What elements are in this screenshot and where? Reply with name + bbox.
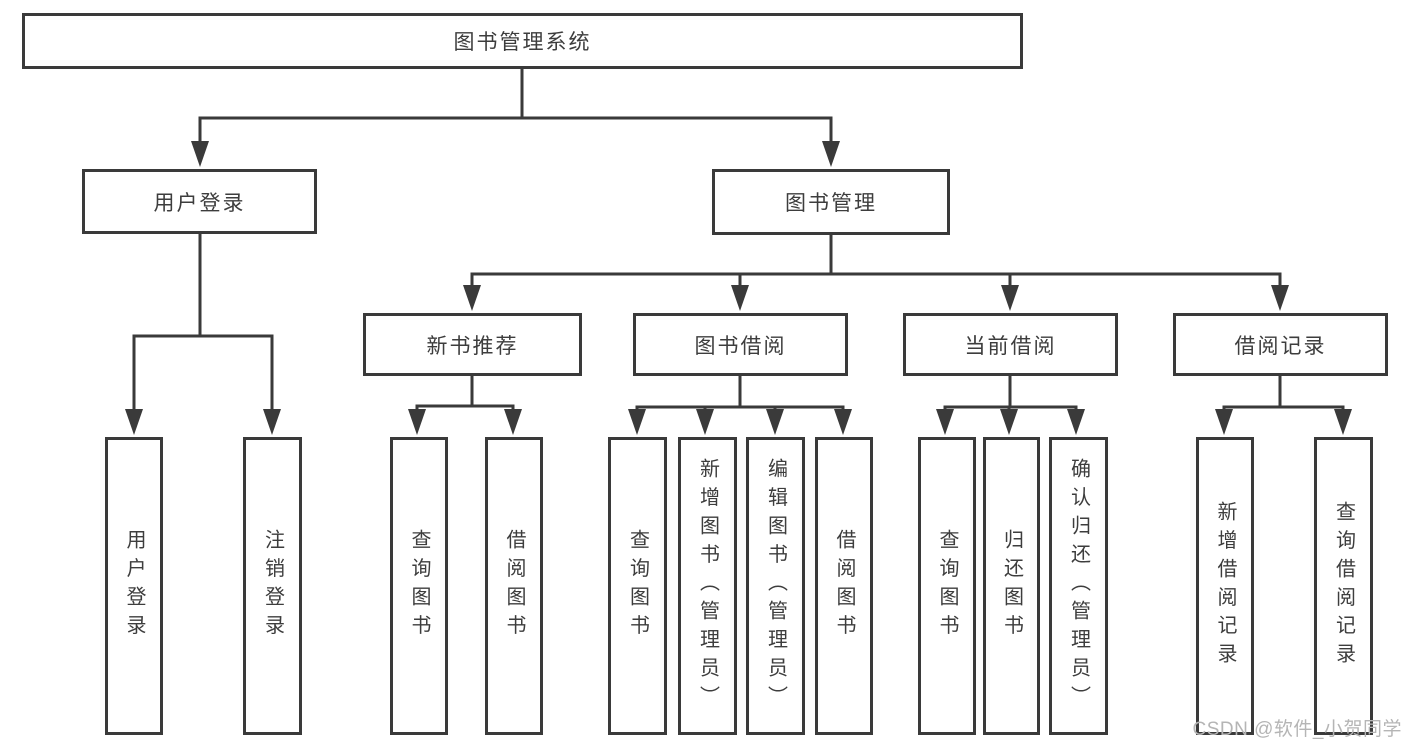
node-book-management: 图书管理 [712,169,950,235]
node-new-book-recommendation-label: 新书推荐 [426,334,519,358]
node-leaf-nb-borrow-books-label: 借阅图书 [503,529,525,643]
node-leaf-nb-query-books-label: 查询图书 [408,529,430,643]
node-root-label: 图书管理系统 [453,31,592,54]
node-current-borrowing-label: 当前借阅 [964,334,1057,358]
node-leaf-cb-confirm-return-admin-label: 确认归还（管理员） [1067,458,1090,714]
node-book-management-label: 图书管理 [785,192,877,215]
node-leaf-bb-query-books: 查询图书 [608,437,667,735]
node-leaf-user-login-label: 用户登录 [123,529,145,643]
node-borrowing-records: 借阅记录 [1173,313,1388,376]
node-user-login-label: 用户登录 [153,191,246,215]
node-borrowing-records-label: 借阅记录 [1234,334,1327,358]
node-leaf-cb-confirm-return-admin: 确认归还（管理员） [1049,437,1108,735]
node-leaf-br-query-borrow-record-label: 查询借阅记录 [1332,500,1355,672]
node-leaf-bb-add-books-admin-label: 新增图书（管理员） [696,458,719,714]
node-leaf-nb-query-books: 查询图书 [390,437,448,735]
node-leaf-bb-edit-books-admin: 编辑图书（管理员） [746,437,805,735]
node-leaf-bb-edit-books-admin-label: 编辑图书（管理员） [764,458,787,714]
node-leaf-bb-query-books-label: 查询图书 [626,529,649,643]
node-root: 图书管理系统 [22,13,1023,69]
node-leaf-logout-label: 注销登录 [261,529,284,643]
node-leaf-cb-return-books-label: 归还图书 [1000,529,1023,643]
node-leaf-cb-query-books-label: 查询图书 [936,529,958,643]
node-leaf-nb-borrow-books: 借阅图书 [485,437,543,735]
node-leaf-cb-query-books: 查询图书 [918,437,976,735]
node-leaf-logout: 注销登录 [243,437,302,735]
node-leaf-cb-return-books: 归还图书 [983,437,1040,735]
node-leaf-br-add-borrow-record: 新增借阅记录 [1196,437,1254,735]
node-leaf-bb-borrow-books-label: 借阅图书 [833,529,855,643]
node-book-borrowing-label: 图书借阅 [694,334,787,358]
node-leaf-bb-borrow-books: 借阅图书 [815,437,873,735]
arrowheads [125,141,1352,435]
node-leaf-bb-add-books-admin: 新增图书（管理员） [678,437,737,735]
node-user-login: 用户登录 [82,169,317,234]
node-book-borrowing: 图书借阅 [633,313,848,376]
node-leaf-user-login: 用户登录 [105,437,163,735]
node-new-book-recommendation: 新书推荐 [363,313,582,376]
node-leaf-br-add-borrow-record-label: 新增借阅记录 [1214,500,1236,672]
node-leaf-br-query-borrow-record: 查询借阅记录 [1314,437,1373,735]
watermark: CSDN @软件_小贺同学 [1192,719,1402,740]
node-current-borrowing: 当前借阅 [903,313,1118,376]
